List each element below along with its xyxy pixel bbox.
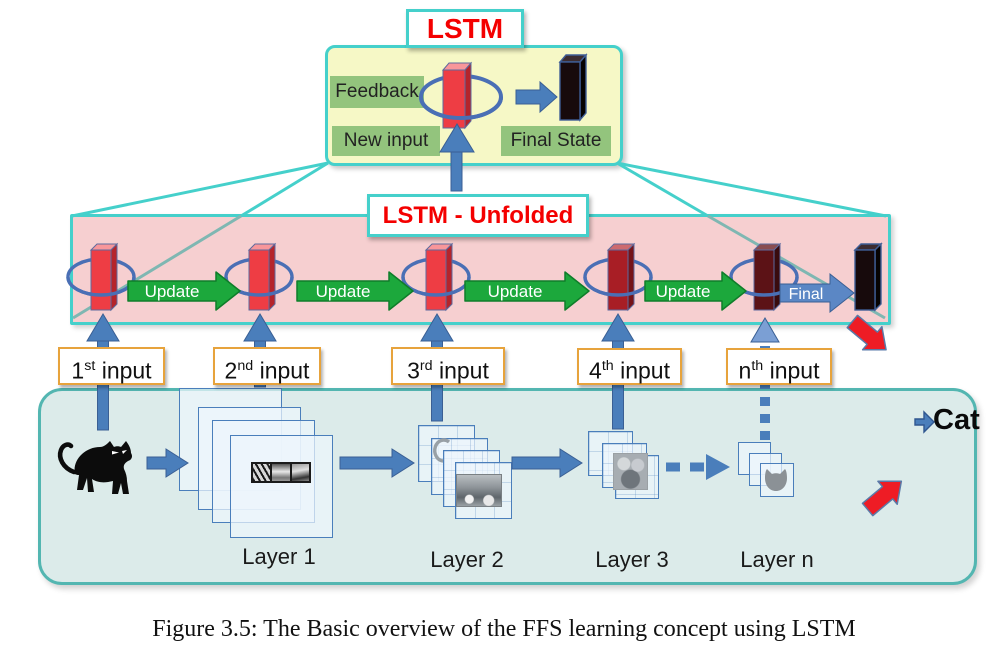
layer3-feature-patch — [613, 453, 648, 490]
layer1-label: Layer 1 — [242, 544, 316, 569]
input-label-3: 3rd input — [391, 347, 505, 385]
output-class-label: Cat — [933, 404, 980, 436]
layer1-map — [230, 435, 333, 538]
lstm-unfolded-title: LSTM - Unfolded — [367, 194, 589, 237]
layer2-feature-patch — [456, 474, 502, 507]
layern-label: Layer n — [740, 547, 814, 572]
layer1-filters — [251, 462, 311, 483]
layer3-label: Layer 3 — [595, 547, 669, 572]
figure-caption: Figure 3.5: The Basic overview of the FF… — [152, 616, 856, 642]
layern-map — [760, 463, 794, 497]
lstm-title: LSTM — [406, 9, 524, 48]
final-state-label: Final State — [501, 126, 611, 156]
input-label-2: 2nd input — [213, 347, 321, 385]
new-input-label: New input — [332, 126, 440, 156]
layer2-label: Layer 2 — [430, 547, 504, 572]
feedback-label: Feedback — [330, 76, 424, 108]
input-label-n: nth input — [726, 348, 832, 385]
input-label-4: 4th input — [577, 348, 682, 385]
input-label-1: 1st input — [58, 347, 165, 385]
